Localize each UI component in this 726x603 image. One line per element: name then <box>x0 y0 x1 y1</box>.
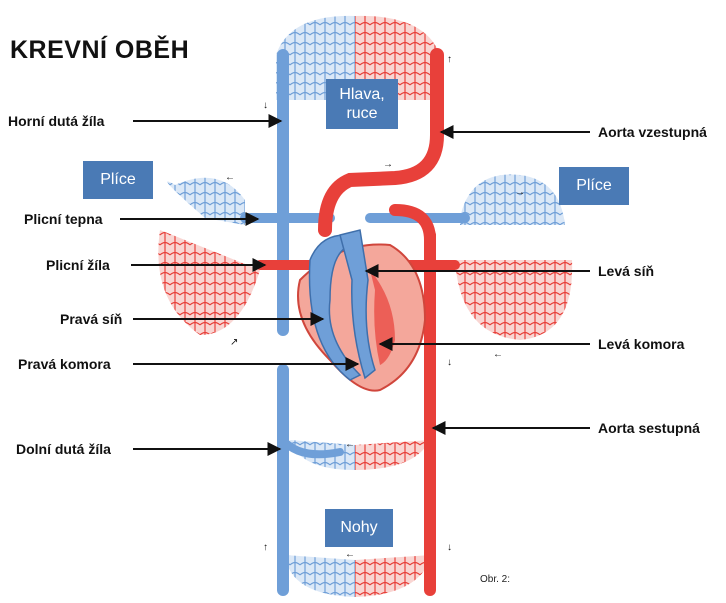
diagram-title: KREVNÍ OBĚH <box>10 36 189 65</box>
label-prava-sin: Pravá síň <box>60 311 122 327</box>
left-lung-capillary-bed <box>158 178 260 335</box>
legs-capillary-bed-lower <box>285 555 432 597</box>
legs-box: Nohy <box>325 509 393 547</box>
flow-arrow-left-icon: ← <box>225 172 235 183</box>
label-plicni-tepna: Plicní tepna <box>24 211 103 227</box>
flow-arrow-right-icon: → <box>383 159 393 170</box>
label-aorta-vzestupna: Aorta vzestupná <box>598 124 707 140</box>
flow-arrow-left-icon: ← <box>493 349 503 360</box>
label-plicni-zila: Plicní žíla <box>46 257 110 273</box>
label-dolni-duta-zila: Dolní dutá žíla <box>16 441 111 457</box>
flow-arrow-up-right-icon: ↗ <box>230 337 238 348</box>
flow-arrow-down-icon: ↓ <box>447 357 452 368</box>
flow-arrow-right-icon: → <box>515 187 525 198</box>
flow-arrow-left-icon: ← <box>345 549 355 560</box>
flow-arrow-up-icon: ↑ <box>447 54 452 65</box>
label-leva-komora: Levá komora <box>598 336 684 352</box>
flow-arrow-left-icon: ← <box>345 439 355 450</box>
lung-right-box: Plíce <box>559 167 629 205</box>
right-lung-capillary-bed <box>455 175 572 340</box>
heart <box>298 230 425 391</box>
lung-left-box: Plíce <box>83 161 153 199</box>
label-aorta-sestupna: Aorta sestupná <box>598 420 700 436</box>
label-prava-komora: Pravá komora <box>18 356 111 372</box>
figure-caption: Obr. 2: <box>480 574 510 585</box>
label-leva-sin: Levá síň <box>598 263 654 279</box>
label-horni-duta-zila: Horní dutá žíla <box>8 113 104 129</box>
head-box: Hlava, ruce <box>326 79 398 129</box>
flow-arrow-down-icon: ↓ <box>447 542 452 553</box>
flow-arrow-up-icon: ↑ <box>263 542 268 553</box>
flow-arrow-down-icon: ↓ <box>263 100 268 111</box>
